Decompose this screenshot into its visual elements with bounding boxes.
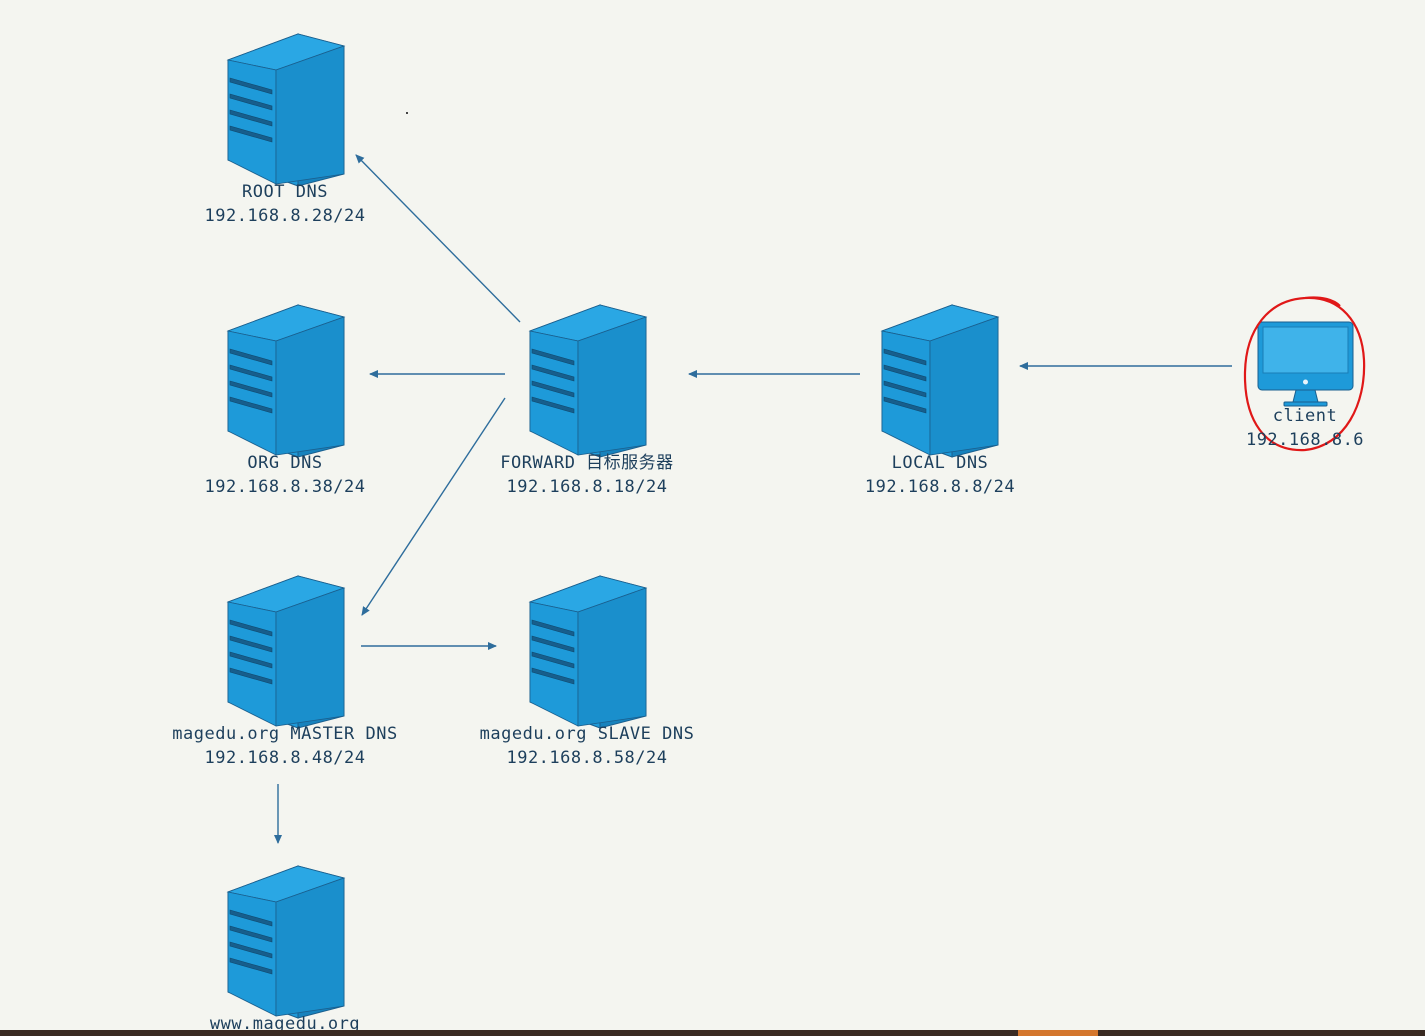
drive-slot: [229, 667, 273, 685]
node-label-master: magedu.org MASTER DNS 192.168.8.48/24: [172, 722, 397, 770]
drive-slot: [883, 348, 927, 366]
edge-forward-master-arrow: [361, 397, 506, 616]
drive-slot: [531, 396, 575, 414]
drive-slot: [229, 109, 273, 127]
drive-slot: [883, 380, 927, 398]
node-label-www: www.magedu.org: [210, 1012, 360, 1036]
drive-slot: [229, 93, 273, 111]
node-name: client: [1272, 406, 1338, 426]
node-name: LOCAL DNS: [891, 453, 989, 473]
drive-slot: [229, 348, 273, 366]
node-ip: 192.168.8.28/24: [204, 206, 366, 226]
drive-slot: [531, 619, 575, 637]
node-label-client: client 192.168.8.6: [1246, 404, 1364, 452]
server-icon: [226, 865, 346, 1019]
drive-slot: [229, 380, 273, 398]
drive-slot: [531, 348, 575, 366]
node-label-slave: magedu.org SLAVE DNS 192.168.8.58/24: [480, 722, 695, 770]
node-ip: 192.168.8.6: [1245, 430, 1365, 450]
node-label-org: ORG DNS 192.168.8.38/24: [204, 451, 365, 499]
node-name: FORWARD 目标服务器: [500, 453, 674, 473]
node-ip: 192.168.8.8/24: [864, 477, 1016, 497]
drive-slot: [229, 364, 273, 382]
node-label-root: ROOT DNS 192.168.8.28/24: [204, 180, 365, 228]
drive-slot: [229, 125, 273, 143]
server-icon: [226, 304, 346, 458]
stray-dot: [406, 112, 408, 114]
node-name: www.magedu.org: [209, 1014, 361, 1034]
drive-slot: [229, 619, 273, 637]
drive-slot: [531, 364, 575, 382]
server-icon: [226, 575, 346, 729]
node-ip: 192.168.8.48/24: [204, 748, 366, 768]
node-name: ROOT DNS: [242, 182, 328, 202]
edge-forward-root-arrow: [355, 154, 521, 323]
drive-slot: [229, 925, 273, 943]
server-icon: [880, 304, 1000, 458]
drive-slot: [531, 380, 575, 398]
drive-slot: [531, 667, 575, 685]
drive-slot: [229, 651, 273, 669]
drive-slot: [531, 635, 575, 653]
node-name: magedu.org MASTER DNS: [172, 724, 398, 744]
drive-slot: [229, 941, 273, 959]
drive-slot: [229, 77, 273, 95]
node-label-local: LOCAL DNS 192.168.8.8/24: [865, 451, 1015, 499]
taskbar-accent: [1018, 1030, 1098, 1036]
drive-slot: [883, 396, 927, 414]
drive-slot: [229, 957, 273, 975]
server-icon: [528, 575, 648, 729]
node-name: ORG DNS: [247, 453, 323, 473]
node-ip: 192.168.8.18/24: [506, 477, 668, 497]
node-label-forward: FORWARD 目标服务器 192.168.8.18/24: [500, 451, 673, 499]
highlight-circle: [1243, 296, 1366, 452]
drive-slot: [531, 651, 575, 669]
drive-slot: [229, 909, 273, 927]
drive-slot: [229, 635, 273, 653]
node-ip: 192.168.8.38/24: [204, 477, 366, 497]
node-name: magedu.org SLAVE DNS: [479, 724, 695, 744]
monitor-icon: [1257, 321, 1354, 407]
taskbar-strip: [0, 1030, 1425, 1036]
drive-slot: [229, 396, 273, 414]
server-icon: [528, 304, 648, 458]
node-ip: 192.168.8.58/24: [506, 748, 668, 768]
server-icon: [226, 33, 346, 187]
drive-slot: [883, 364, 927, 382]
